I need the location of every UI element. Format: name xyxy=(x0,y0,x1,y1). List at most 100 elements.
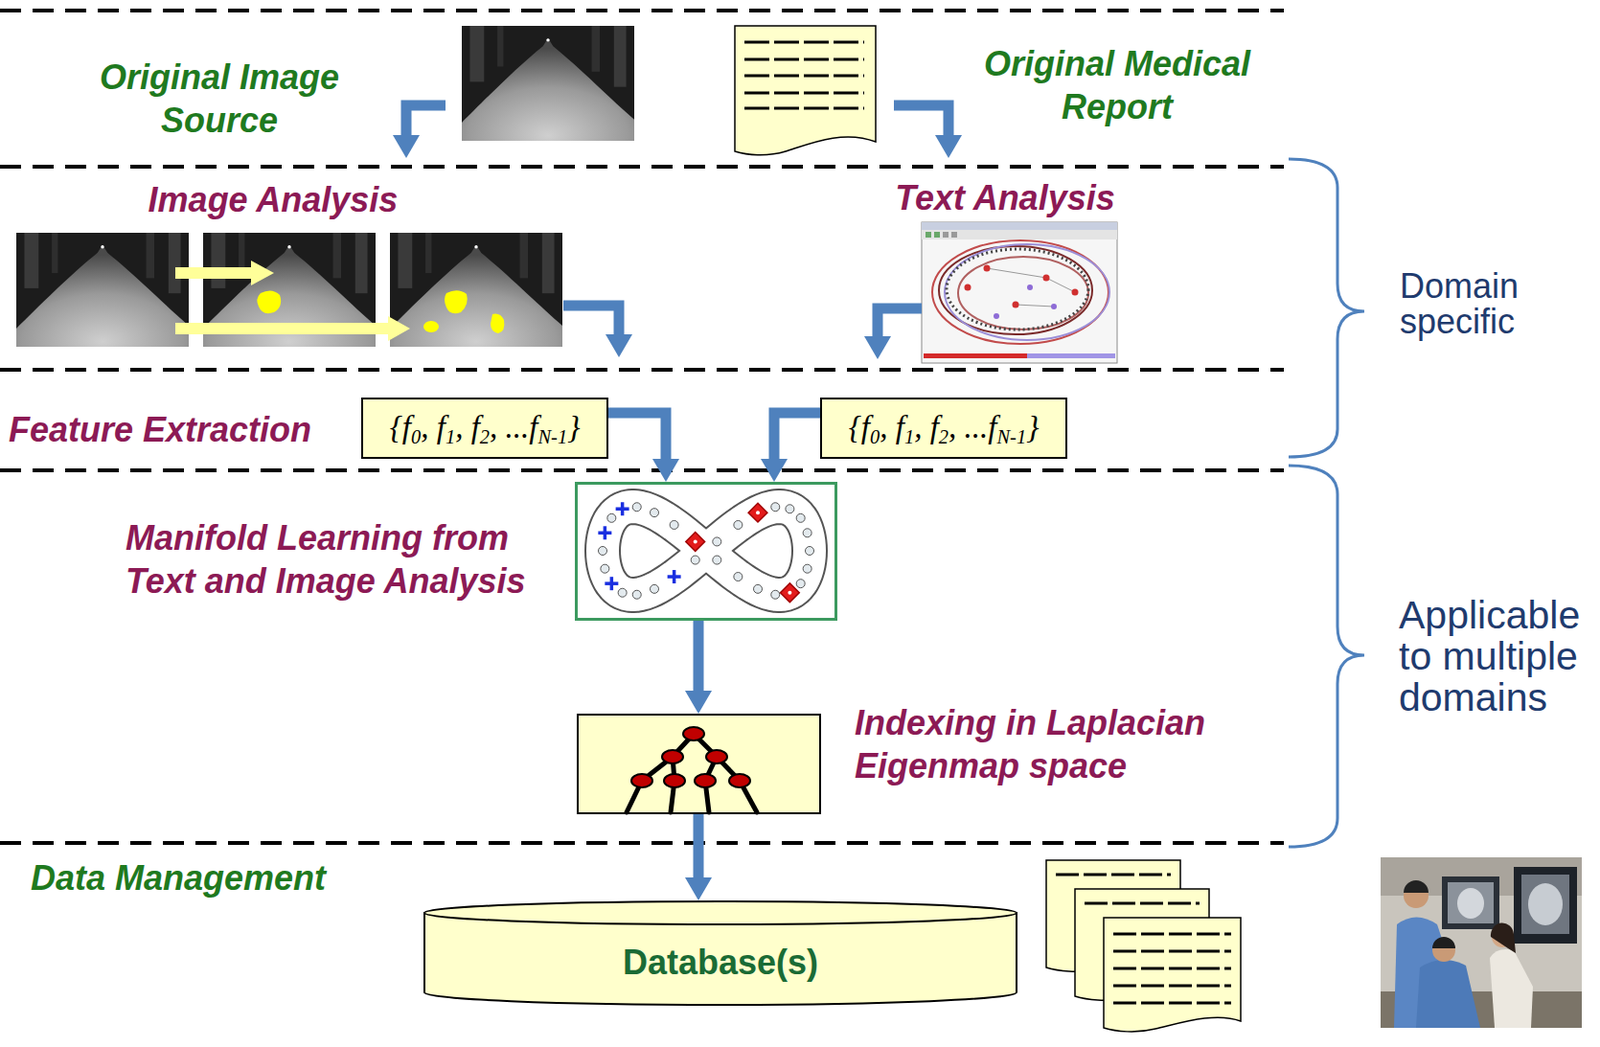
report-stack-icon xyxy=(1113,950,1232,954)
subscript: N-1 xyxy=(996,426,1027,448)
diamond-sample xyxy=(779,583,800,603)
sample-point xyxy=(632,590,641,599)
sample-point xyxy=(600,564,610,573)
diamond-sample xyxy=(755,510,760,515)
text-analysis-screenshot xyxy=(993,313,1000,320)
flow-arrow xyxy=(406,105,446,147)
text-analysis-screenshot xyxy=(986,268,1047,278)
plus-sample xyxy=(597,525,612,540)
index-tree xyxy=(729,774,751,788)
flow-arrow xyxy=(406,105,949,348)
report-stack-icon xyxy=(1046,860,1241,1032)
index-tree xyxy=(662,750,684,764)
medical-report-icon xyxy=(744,107,865,111)
mammogram-image xyxy=(16,25,635,347)
sample-point xyxy=(733,520,743,529)
bracket xyxy=(1288,159,1365,458)
index-tree xyxy=(663,774,686,788)
source-heading: Original Medical Report xyxy=(973,42,1261,129)
text-analysis-screenshot xyxy=(1015,304,1054,307)
stage-heading: Text Analysis xyxy=(861,176,1149,220)
subscript: 2 xyxy=(938,426,949,448)
source-heading: Original Image Source xyxy=(80,55,359,142)
medical-report-icon xyxy=(744,42,865,109)
sample-point xyxy=(598,547,608,556)
radiologists-photo xyxy=(1513,867,1578,944)
radiologists-photo xyxy=(1441,876,1500,930)
subscript: 1 xyxy=(445,426,456,448)
stage-heading: Image Analysis xyxy=(129,178,417,222)
segmentation-marks xyxy=(256,290,281,314)
database-cylinder: Database(s) xyxy=(423,900,1018,1006)
report-stack-icon xyxy=(1113,1002,1232,1006)
text-analysis-screenshot xyxy=(921,222,1118,230)
plus-sample xyxy=(672,570,677,584)
text-analysis-screenshot xyxy=(932,240,1109,344)
diamond-sample xyxy=(685,532,706,552)
text-analysis-screenshot xyxy=(1072,289,1079,297)
medical-report-icon xyxy=(744,74,865,78)
section-divider xyxy=(0,164,1284,169)
manifold-illustration xyxy=(574,481,838,621)
radiologists-photo xyxy=(1380,857,1582,1029)
node-outline xyxy=(576,713,822,815)
plus-sample xyxy=(604,576,618,591)
sample-point xyxy=(650,584,660,594)
report-stack-icon xyxy=(1113,934,1232,1004)
sample-point xyxy=(805,547,815,556)
radiologists-photo xyxy=(1447,882,1494,924)
radiologists-photo xyxy=(1490,922,1516,954)
node-heading: Indexing in Laplacian Eigenmap space xyxy=(854,701,1229,788)
segmentation-marks xyxy=(490,314,504,334)
text-analysis-screenshot xyxy=(1027,284,1033,291)
bracket-label: Domain specific xyxy=(1399,268,1573,340)
bracket xyxy=(1288,465,1365,847)
cylinder-body xyxy=(424,913,1017,1006)
sample-point xyxy=(785,504,795,514)
node-heading: Manifold Learning from Text and Image An… xyxy=(125,516,548,603)
sample-point xyxy=(607,513,617,523)
plus-sample xyxy=(603,525,608,540)
sample-point xyxy=(771,502,780,512)
section-divider xyxy=(0,10,1284,844)
sample-point xyxy=(771,590,780,599)
medical-report-icon xyxy=(734,25,876,156)
database-label: Database(s) xyxy=(622,942,819,983)
feature-vector: {f0, f1, f2, ...fN-1} xyxy=(389,409,581,448)
text-analysis-screenshot xyxy=(923,353,1028,359)
report-stack-icon xyxy=(1113,967,1232,971)
sample-point xyxy=(632,502,641,512)
feature-vector: {f0, f1, f2, ...fN-1} xyxy=(848,409,1040,448)
subscript: 1 xyxy=(904,426,915,448)
flow-arrow xyxy=(877,308,922,348)
text-analysis-screenshot xyxy=(946,249,1089,330)
sample-point xyxy=(802,564,812,573)
text-analysis-screenshot xyxy=(986,268,1075,307)
medical-report-icon xyxy=(744,91,865,95)
diamond-sample xyxy=(693,539,698,544)
text-analysis-screenshot xyxy=(921,222,1118,364)
index-tree xyxy=(694,774,716,788)
plus-sample xyxy=(620,502,625,516)
report-stack-icon xyxy=(1055,873,1171,877)
node-heading-group: Indexing in Laplacian Eigenmap space xyxy=(854,701,1229,788)
section-divider xyxy=(0,8,1284,13)
mammogram-image xyxy=(461,25,635,141)
text-analysis-screenshot xyxy=(1051,303,1057,310)
text-analysis-screenshot xyxy=(934,231,940,238)
sample-point xyxy=(712,537,722,547)
text-analysis-screenshot xyxy=(958,256,1089,330)
bracket xyxy=(1288,159,1365,847)
plus-sample xyxy=(616,502,630,516)
sample-point xyxy=(669,520,679,529)
segmentation-marks xyxy=(251,260,275,286)
sample-point xyxy=(617,588,627,597)
mammogram-image xyxy=(16,232,189,347)
text-analysis-screenshot xyxy=(964,284,972,292)
text-analysis-screenshot xyxy=(964,265,1079,309)
stage-heading: Data Management xyxy=(30,856,376,900)
flow-arrow xyxy=(693,814,705,890)
stage-heading: Feature Extraction xyxy=(8,408,354,452)
subscript: 2 xyxy=(480,426,490,448)
